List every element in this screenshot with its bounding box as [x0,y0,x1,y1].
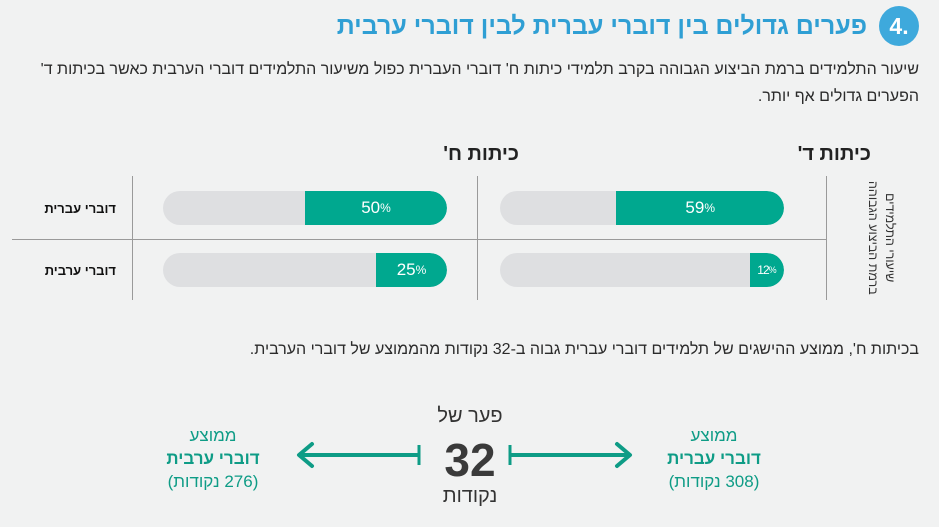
panel-title-grade8: כיתות ח' [443,143,519,165]
row-label-arabic: דוברי ערבית [44,263,116,278]
bar-grade8-arabic: 25% [163,253,447,287]
section-title: פערים גדולים בין דוברי עברית לבין דוברי … [336,11,867,40]
average-hebrew: ממוצע דוברי עברית (308 נקודות) [667,426,761,491]
bar-grade4-arabic: 12% [500,253,784,287]
section-header: 4. פערים גדולים בין דוברי עברית לבין דוב… [337,6,919,46]
divider-side-label [826,176,827,300]
divider-panels [477,176,478,300]
divider-rows [12,239,826,240]
summary-text: בכיתות ח', ממוצע ההישגים של תלמידים דובר… [249,341,919,358]
arrow-left-icon [297,442,421,468]
chart-side-label: שיעורי התלמידים ברמת הביצוע הגבוהה [866,181,897,295]
gap-label-bottom: נקודות [442,485,498,507]
gap-label-top: פער של [437,405,503,427]
gap-value: 32 [444,434,496,486]
average-arabic: ממוצע דוברי ערבית (276 נקודות) [166,426,260,491]
gap-infographic: פער של 32 נקודות ממוצע דוברי עברית (308 … [0,405,939,525]
intro-paragraph: שיעור התלמידים ברמת הביצוע הגבוהה בקרב ת… [40,61,919,105]
bar-grade8-hebrew: 50% [163,191,447,225]
section-number-badge: 4. [879,6,919,46]
panel-title-grade4: כיתות ד' [797,143,871,165]
arrow-right-icon [508,442,632,468]
row-label-hebrew: דוברי עברית [44,201,116,216]
bar-grade4-hebrew: 59% [500,191,784,225]
divider-row-labels [132,176,133,300]
